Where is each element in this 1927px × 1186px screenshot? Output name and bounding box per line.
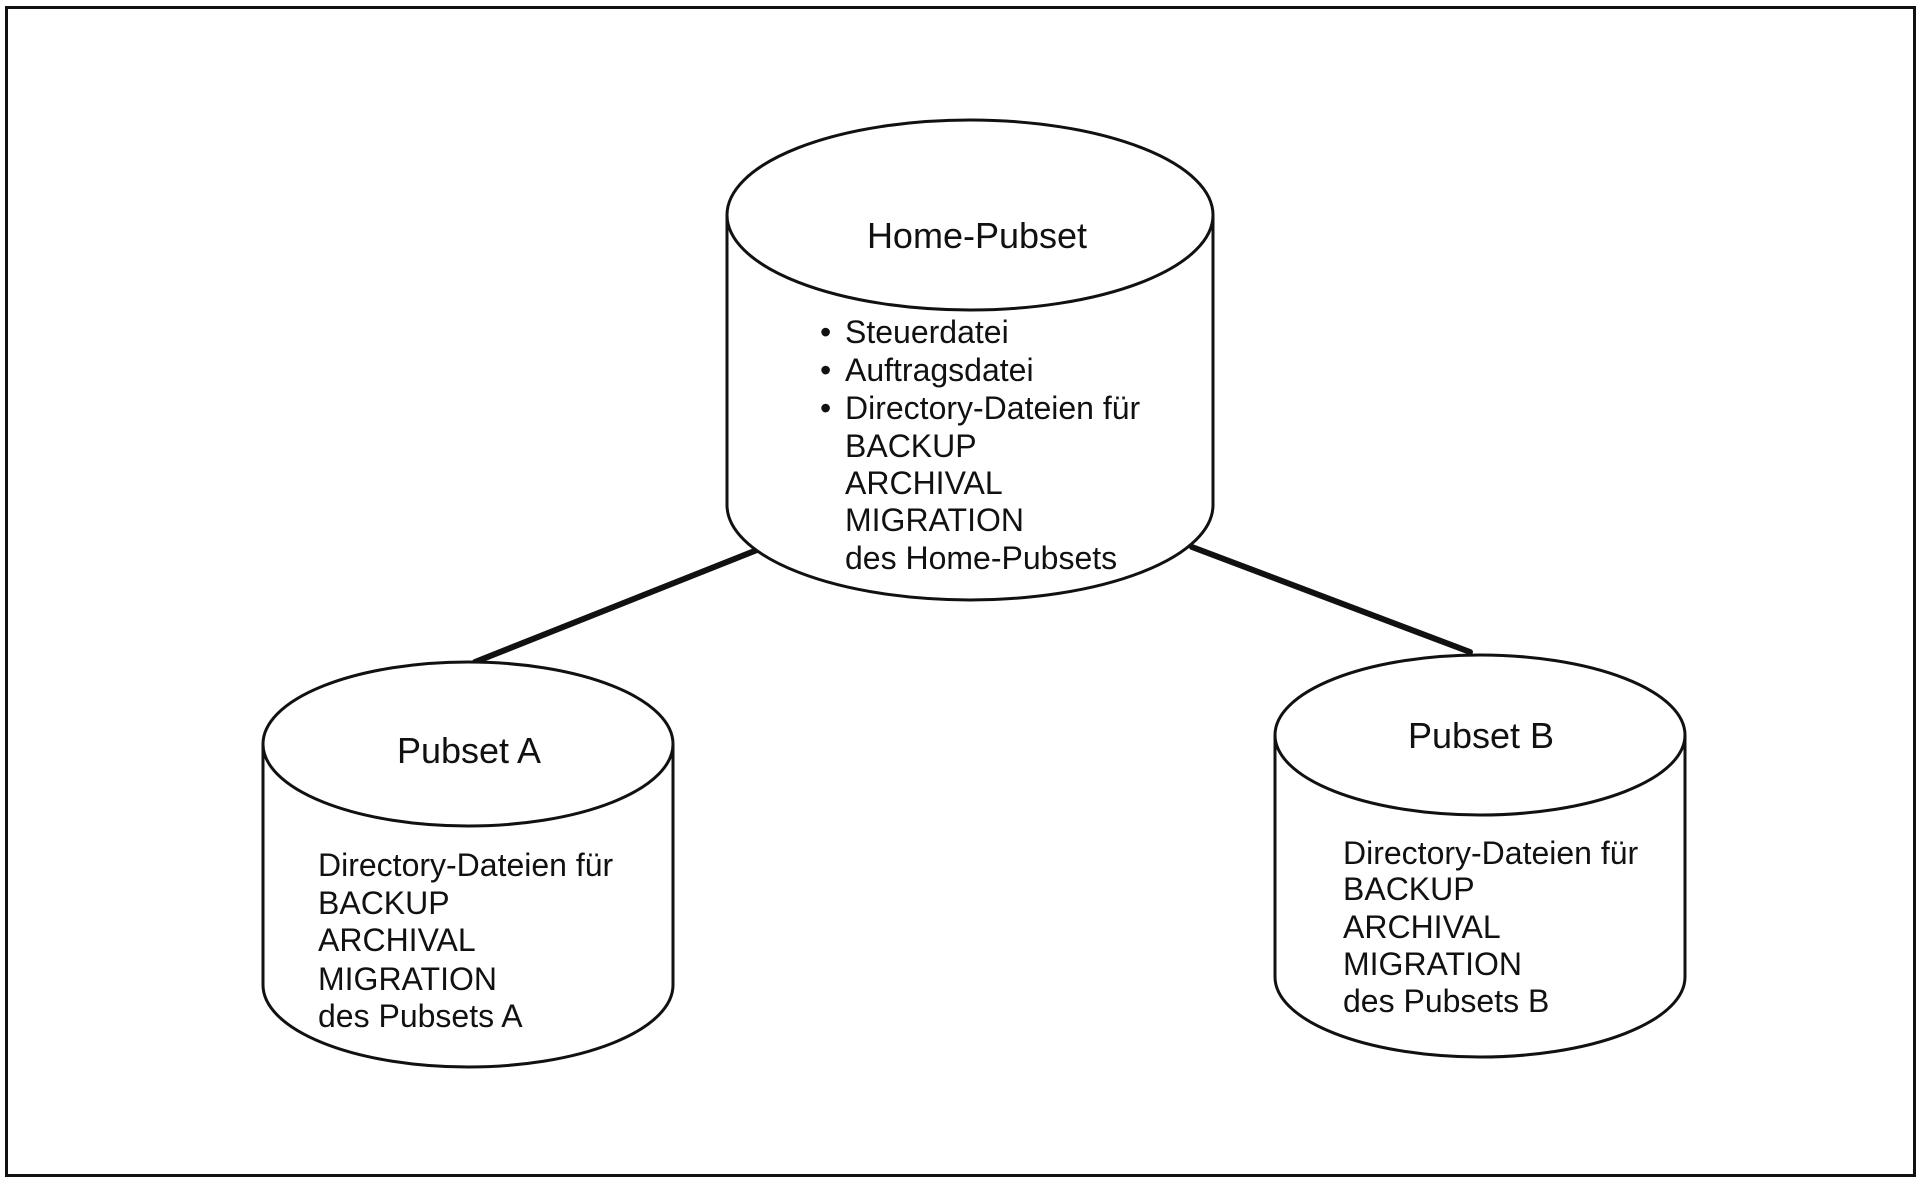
- pubset-b-line-des-pubsets-b: des Pubsets B: [1343, 983, 1549, 1019]
- diagram-frame: [5, 6, 1916, 1177]
- pubset-b-line-migration: MIGRATION: [1343, 946, 1522, 982]
- home-pubset-bullet-3-marker: •: [820, 390, 831, 426]
- pubset-b-body: [1273, 735, 1687, 1059]
- pubset-b-title: Pubset B: [1408, 715, 1554, 756]
- home-pubset-bullet-steuerdatei: Steuerdatei: [845, 314, 1009, 350]
- home-pubset-top: [725, 118, 1215, 312]
- home-pubset-line-archival: ARCHIVAL: [845, 465, 1003, 501]
- pubset-a-body: [261, 744, 675, 1069]
- home-pubset-line-migration: MIGRATION: [845, 502, 1024, 538]
- home-pubset-body: [725, 215, 1215, 602]
- pubset-a-line-backup: BACKUP: [318, 885, 450, 921]
- pubset-a-title: Pubset A: [397, 730, 541, 771]
- pubset-a-cylinder: Pubset A Directory-Dateien für BACKUP AR…: [261, 660, 675, 1069]
- pubset-a-top: [261, 660, 675, 828]
- pubset-b-line-directory: Directory-Dateien für: [1343, 835, 1639, 871]
- pubset-a-line-directory: Directory-Dateien für: [318, 847, 614, 883]
- home-pubset-bullet-directory: Directory-Dateien für: [845, 390, 1141, 426]
- home-pubset-bullet-1-marker: •: [820, 314, 831, 350]
- connector-home-to-pubset-a: [472, 547, 760, 665]
- pubset-b-cylinder: Pubset B Directory-Dateien für BACKUP AR…: [1273, 653, 1687, 1059]
- connector-home-to-pubset-b: [1189, 544, 1473, 655]
- pubset-a-line-archival: ARCHIVAL: [318, 922, 476, 958]
- home-pubset-line-des-home: des Home-Pubsets: [845, 540, 1117, 576]
- home-pubset-bullet-2-marker: •: [820, 352, 831, 388]
- pubset-b-line-archival: ARCHIVAL: [1343, 909, 1501, 945]
- pubset-b-line-backup: BACKUP: [1343, 871, 1475, 907]
- pubset-a-line-migration: MIGRATION: [318, 961, 497, 997]
- home-pubset-line-backup: BACKUP: [845, 428, 977, 464]
- home-pubset-title: Home-Pubset: [867, 215, 1087, 256]
- home-pubset-bullet-auftragsdatei: Auftragsdatei: [845, 352, 1034, 388]
- pubset-a-line-des-pubsets-a: des Pubsets A: [318, 998, 523, 1034]
- pubset-b-top: [1273, 653, 1687, 817]
- home-pubset-cylinder: Home-Pubset • Steuerdatei • Auftragsdate…: [725, 118, 1215, 602]
